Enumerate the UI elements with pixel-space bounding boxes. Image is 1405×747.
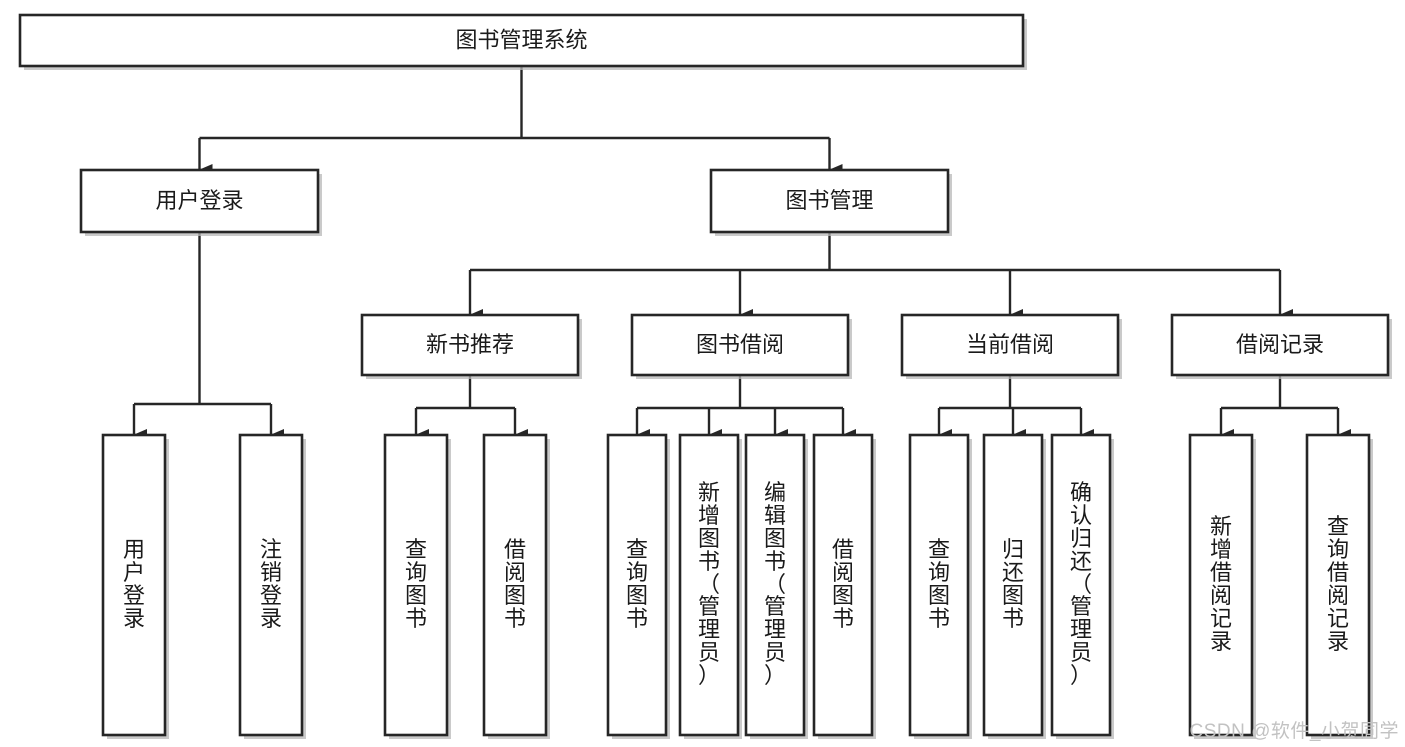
node-box-leaf-query-record[interactable] (1305, 433, 1371, 737)
edge-new-book-rec (414, 375, 528, 441)
connectors-layer (132, 66, 1351, 441)
node-box-leaf-add-record[interactable] (1188, 433, 1254, 737)
node-box-user-login[interactable] (79, 168, 320, 234)
csdn-watermark: CSDN @软件_小贺同学 (1189, 721, 1399, 742)
edge-borrow-record (1219, 375, 1351, 441)
node-box-leaf-borrow-book-br[interactable] (812, 433, 874, 737)
edge-book-borrow (635, 375, 856, 441)
node-box-new-book-rec[interactable] (360, 313, 580, 377)
node-box-book-manage[interactable] (709, 168, 950, 234)
node-label-borrow-record: 借阅记录 (1236, 332, 1324, 357)
node-label-current-borrow: 当前借阅 (966, 332, 1054, 357)
node-box-leaf-return-book[interactable] (982, 433, 1044, 737)
node-box-leaf-query-book-rec[interactable] (383, 433, 449, 737)
edge-book-manage (468, 232, 1293, 321)
node-box-leaf-add-book[interactable] (678, 433, 740, 737)
edge-root (198, 66, 843, 176)
node-box-leaf-logout[interactable] (238, 433, 304, 737)
node-box-leaf-user-login[interactable] (101, 433, 167, 737)
node-box-leaf-edit-book[interactable] (744, 433, 806, 737)
node-box-leaf-query-book-br[interactable] (606, 433, 668, 737)
node-label-book-borrow: 图书借阅 (696, 332, 784, 357)
edge-current-borrow (937, 375, 1094, 441)
node-box-root[interactable] (18, 13, 1025, 68)
node-label-user-login: 用户登录 (155, 188, 243, 213)
node-boxes-layer (18, 13, 1392, 739)
node-box-leaf-query-book-cb[interactable] (908, 433, 970, 737)
node-box-current-borrow[interactable] (900, 313, 1120, 377)
node-label-new-book-rec: 新书推荐 (426, 332, 514, 357)
node-box-borrow-record[interactable] (1170, 313, 1390, 377)
node-box-leaf-confirm-return[interactable] (1050, 433, 1112, 737)
edge-user-login (132, 232, 284, 441)
node-label-book-manage: 图书管理 (785, 188, 873, 213)
node-label-root: 图书管理系统 (455, 27, 587, 52)
node-box-book-borrow[interactable] (630, 313, 850, 377)
node-box-leaf-borrow-book-rec[interactable] (482, 433, 548, 737)
